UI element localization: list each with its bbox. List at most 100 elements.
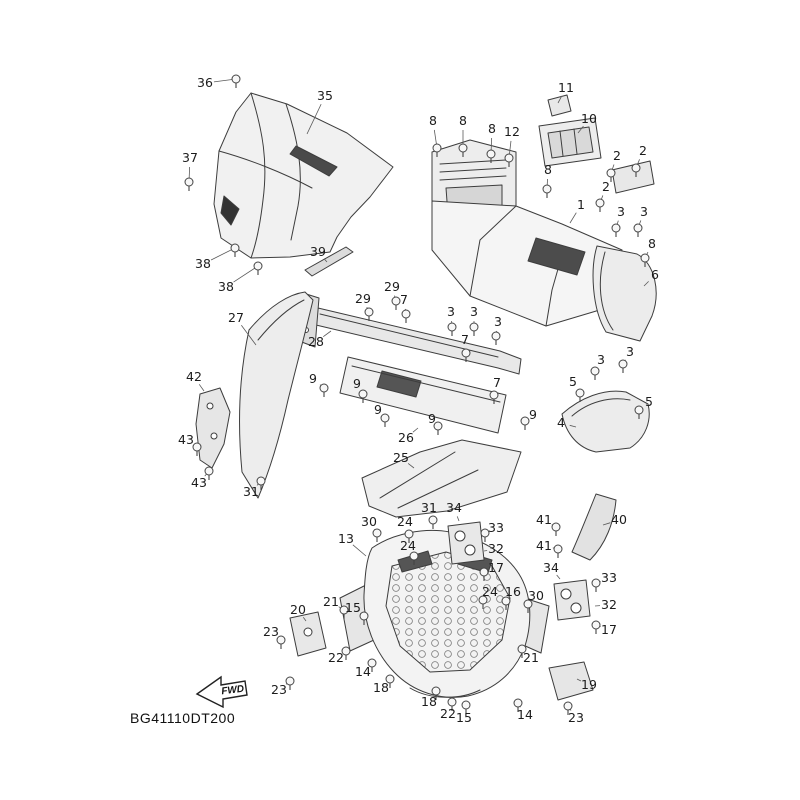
part-callout-32: 32 <box>488 541 504 556</box>
hood-crease-left <box>250 92 266 259</box>
side-blade-outline <box>239 291 314 499</box>
part-callout-43: 43 <box>191 475 207 490</box>
part-callout-1: 1 <box>577 197 585 212</box>
part-callout-3: 3 <box>626 344 634 359</box>
part-callout-38: 38 <box>195 256 211 271</box>
fastener-glyph <box>231 74 241 88</box>
fastener-glyph <box>618 359 628 373</box>
leader-line <box>483 550 488 552</box>
fastener-glyph <box>479 567 489 581</box>
part-callout-43: 43 <box>178 432 194 447</box>
part-callout-9: 9 <box>309 371 317 386</box>
part-callout-29: 29 <box>384 279 400 294</box>
fastener-glyph <box>256 476 266 490</box>
part-callout-18: 18 <box>421 694 437 709</box>
fastener-glyph <box>432 143 442 157</box>
fastener-glyph <box>606 168 616 182</box>
part-callout-8: 8 <box>648 236 656 251</box>
part-callout-40: 40 <box>611 512 627 527</box>
fastener-glyph <box>401 309 411 323</box>
crossmember-edge <box>319 313 499 358</box>
hinge-bracket-a-hole-1 <box>454 530 466 542</box>
hood-accent <box>220 195 240 226</box>
small-bracket-outline <box>195 387 231 469</box>
leader-line <box>306 103 322 135</box>
fwd-arrow: FWD <box>195 675 248 709</box>
leader-line <box>407 463 415 469</box>
center-lower-panel <box>361 439 522 518</box>
part-callout-8: 8 <box>544 162 552 177</box>
crossmember <box>298 292 522 375</box>
fastener-glyph <box>551 522 561 536</box>
part-callout-41: 41 <box>536 538 552 553</box>
leader-line <box>602 522 611 526</box>
part-callout-10: 10 <box>581 111 597 126</box>
fastener-glyph <box>358 389 368 403</box>
part-callout-12: 12 <box>504 124 520 139</box>
part-callout-15: 15 <box>456 710 472 725</box>
part-callout-7: 7 <box>461 332 469 347</box>
part-callout-32: 32 <box>601 597 617 612</box>
part-callout-3: 3 <box>494 314 502 329</box>
part-callout-8: 8 <box>488 121 496 136</box>
hinge-bracket-a <box>447 521 485 565</box>
leader-line <box>198 384 205 392</box>
leader-line <box>412 427 419 433</box>
leader-line <box>577 125 584 134</box>
fastener-glyph <box>380 413 390 427</box>
fastener-glyph <box>364 307 374 321</box>
trim-strip <box>304 246 354 277</box>
fastener-glyph <box>341 646 351 660</box>
part-callout-8: 8 <box>459 113 467 128</box>
part-callout-4: 4 <box>557 415 565 430</box>
top-bracket <box>547 94 572 117</box>
part-callout-17: 17 <box>488 560 504 575</box>
hood-vent-slot <box>289 145 338 177</box>
center-lower-crease-1 <box>379 451 456 499</box>
fwd-arrow-shape <box>195 675 248 709</box>
part-callout-2: 2 <box>613 148 621 163</box>
part-callout-2: 2 <box>602 179 610 194</box>
hood-outline <box>213 92 394 259</box>
leader-line <box>323 330 332 338</box>
under-tray-edge <box>351 365 501 403</box>
leader-line <box>569 424 577 428</box>
part-callout-3: 3 <box>617 204 625 219</box>
fastener-glyph <box>478 595 488 609</box>
part-callout-37: 37 <box>182 150 198 165</box>
part-callout-25: 25 <box>393 450 409 465</box>
part-callout-29: 29 <box>355 291 371 306</box>
part-callout-24: 24 <box>400 538 416 553</box>
part-callout-2: 2 <box>639 143 647 158</box>
part-callout-15: 15 <box>345 600 361 615</box>
fastener-glyph <box>285 676 295 690</box>
part-callout-27: 27 <box>228 310 244 325</box>
grille-lip <box>409 687 481 698</box>
fastener-glyph <box>486 149 496 163</box>
fastener-glyph <box>409 551 419 565</box>
fastener-glyph <box>184 177 194 191</box>
fastener-glyph <box>634 405 644 419</box>
part-callout-36: 36 <box>197 75 213 90</box>
fastener-glyph <box>253 261 263 275</box>
part-callout-16: 16 <box>505 584 521 599</box>
fastener-glyph <box>458 143 468 157</box>
part-callout-9: 9 <box>353 376 361 391</box>
hinge-bracket-a-outline <box>447 521 485 565</box>
part-callout-21: 21 <box>323 594 339 609</box>
leader-line <box>352 544 367 557</box>
fastener-glyph <box>611 223 621 237</box>
part-callout-3: 3 <box>640 204 648 219</box>
leader-line <box>643 281 649 287</box>
fastener-glyph <box>591 578 601 592</box>
fastener-glyph <box>491 331 501 345</box>
diagram-code: BG41110DT200 <box>130 710 235 726</box>
right-vent-curve <box>599 251 614 331</box>
vent-box-inner <box>547 126 594 159</box>
fastener-glyph <box>595 198 605 212</box>
part-callout-11: 11 <box>558 80 574 95</box>
fastener-glyph <box>480 528 490 542</box>
right-vent-outline <box>592 245 657 342</box>
center-lower-outline <box>361 439 522 518</box>
